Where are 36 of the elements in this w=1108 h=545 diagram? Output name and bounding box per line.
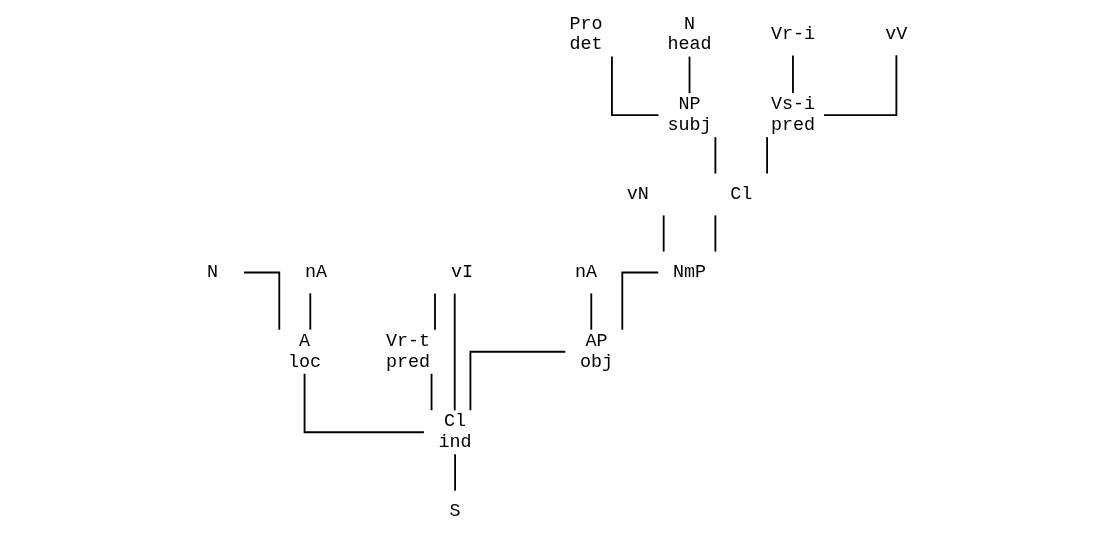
connector [688,55,690,94]
node-text: S [449,500,461,522]
connector [713,136,716,175]
connector [662,214,665,253]
connector [620,271,659,331]
connector [308,292,311,331]
connector [765,136,768,175]
node-text: vN [626,183,649,205]
connector [433,292,436,331]
connector [453,453,456,492]
connector [713,214,716,253]
node-text: AP obj [579,330,613,373]
node-text: Vr-i [770,23,815,45]
connector [791,54,794,94]
node-text: Cl [729,183,752,205]
node-text: Cl ind [438,411,472,453]
node-text: Vr-t pred [385,330,430,373]
node-text: nA [574,261,597,283]
connector [469,350,566,412]
node-text: Pro det [569,13,603,56]
node-text: A loc [287,330,321,373]
node-text: Vs-i pred [770,94,815,136]
connector [430,372,432,412]
connector [589,292,592,331]
node-text: vV [884,23,907,45]
node-text: N [206,261,218,283]
node-text: NP subj [666,94,712,136]
node-text: vI [450,261,473,283]
node-text: nA [304,261,327,283]
node-text: N head [666,13,712,56]
connector [453,292,456,412]
node-text: NmP [672,261,706,283]
connector [303,372,425,434]
connector [610,55,659,116]
connector [822,54,897,116]
connector [242,271,280,331]
